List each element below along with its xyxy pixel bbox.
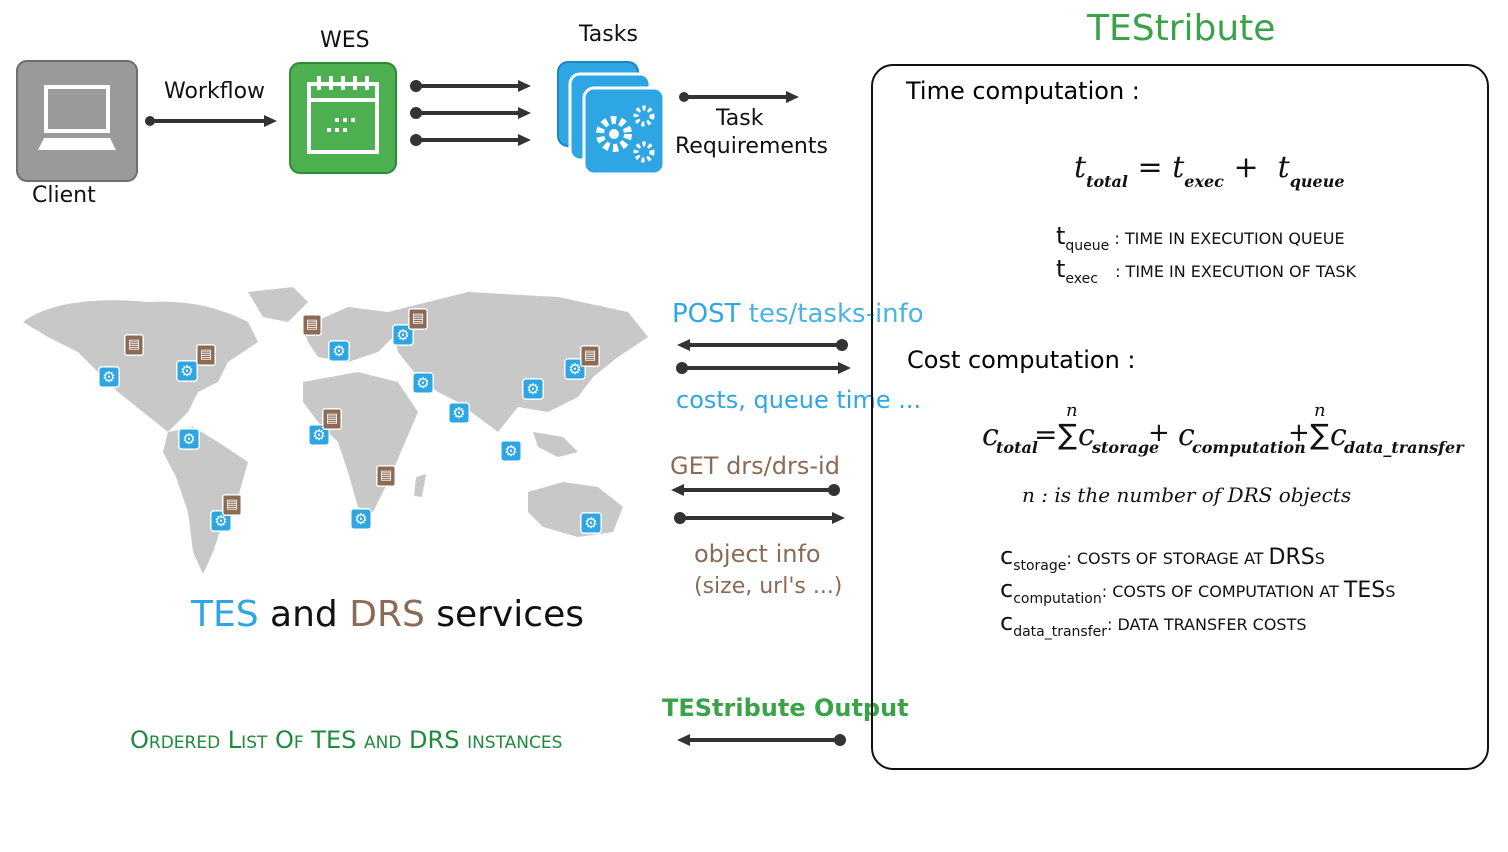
client-label: Client — [32, 183, 96, 208]
tes-gear-icon: ⚙ — [580, 512, 602, 534]
services-caption: TES and DRS services — [191, 594, 584, 635]
world-map — [18, 282, 668, 582]
task-requirements-arrow — [679, 91, 799, 103]
time-def-queue: tqueue : TIME IN EXECUTION QUEUE — [1056, 222, 1345, 254]
tes-gear-icon: ⚙ — [176, 360, 198, 382]
wes-calendar-icon — [289, 62, 397, 174]
get-response-line2: (size, url's ...) — [694, 574, 843, 599]
drs-document-icon: ▤ — [408, 308, 428, 330]
testribute-title: TEStribute — [1087, 8, 1276, 49]
tasks-label: Tasks — [579, 22, 638, 47]
task-requirements-line2: Requirements — [675, 134, 828, 159]
cost-heading: Cost computation : — [907, 346, 1136, 374]
post-path: tes/tasks-info — [748, 299, 924, 329]
output-label: TEStribute Output — [662, 694, 909, 722]
tes-gear-icon: ⚙ — [412, 372, 434, 394]
drs-document-icon: ▤ — [196, 344, 216, 366]
time-def-exec: texec : TIME IN EXECUTION OF TASK — [1056, 255, 1357, 287]
post-arrows — [676, 339, 851, 374]
client-laptop-icon — [16, 60, 138, 182]
services-word: services — [436, 594, 584, 635]
and-word: and — [270, 594, 338, 635]
n-note: n : is the number of DRS objects — [1022, 483, 1352, 507]
time-heading: Time computation : — [906, 77, 1140, 105]
get-arrows — [671, 484, 845, 524]
post-request-label: POST tes/tasks-info — [672, 299, 924, 329]
get-request-label: GET drs/drs-id — [670, 452, 840, 480]
get-method: GET — [670, 452, 719, 480]
cost-def-storage: cstorage: COSTS OF STORAGE AT DRSS — [1000, 542, 1325, 574]
time-equation: ttotal = texec + tqueue — [1074, 150, 1345, 191]
cost-def-computation: ccomputation: COSTS OF COMPUTATION AT TE… — [1000, 575, 1396, 607]
workflow-arrow — [145, 115, 277, 127]
drs-word: DRS — [349, 594, 425, 635]
cost-equation: c total = n ∑ c storage + c computation … — [982, 400, 1464, 457]
tes-gear-icon: ⚙ — [98, 366, 120, 388]
get-path: drs/drs-id — [726, 452, 840, 480]
tasks-gears-icon — [556, 60, 666, 176]
post-response-label: costs, queue time ... — [676, 386, 922, 414]
drs-document-icon: ▤ — [124, 334, 144, 356]
workflow-label: Workflow — [164, 79, 266, 104]
tes-gear-icon: ⚙ — [522, 378, 544, 400]
tes-word: TES — [191, 594, 259, 635]
testribute-panel — [871, 64, 1489, 770]
post-method: POST — [672, 299, 741, 329]
tes-gear-icon: ⚙ — [328, 340, 350, 362]
wes-label: WES — [320, 28, 370, 53]
drs-document-icon: ▤ — [580, 345, 600, 367]
drs-document-icon: ▤ — [376, 465, 396, 487]
tes-gear-icon: ⚙ — [500, 440, 522, 462]
cost-def-transfer: cdata_transfer: DATA TRANSFER COSTS — [1000, 608, 1307, 640]
ordered-list-label: Ordered List Of TES and DRS instances — [130, 726, 563, 754]
get-response-line1: object info — [694, 540, 821, 568]
tes-gear-icon: ⚙ — [178, 428, 200, 450]
drs-document-icon: ▤ — [302, 314, 322, 336]
wes-to-tasks-arrows — [410, 80, 531, 146]
tes-gear-icon: ⚙ — [350, 508, 372, 530]
output-arrow — [677, 734, 846, 746]
drs-document-icon: ▤ — [222, 494, 242, 516]
task-requirements-line1: Task — [716, 106, 764, 131]
tes-gear-icon: ⚙ — [448, 402, 470, 424]
drs-document-icon: ▤ — [322, 408, 342, 430]
